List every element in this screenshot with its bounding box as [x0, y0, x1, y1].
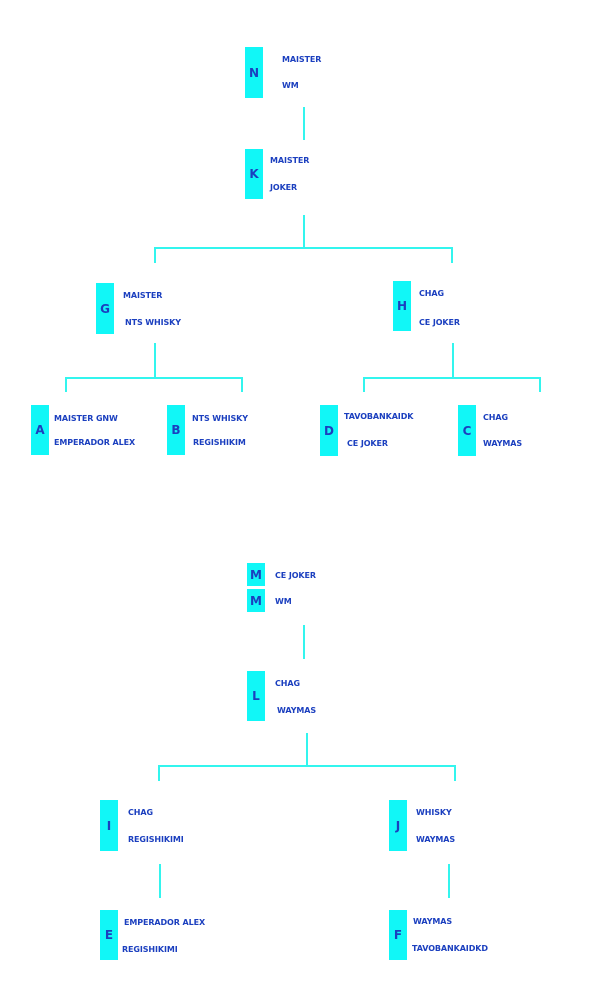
connector-h-down	[452, 343, 454, 378]
node-c-letter: C	[458, 405, 476, 456]
connector-i-e	[159, 864, 161, 898]
node-g-letter: G	[96, 283, 114, 334]
connector-l-j	[454, 765, 456, 781]
connector-h-hbar	[363, 377, 541, 379]
connector-g-a	[65, 377, 67, 392]
node-e-letter: E	[100, 910, 118, 960]
connector-g-b	[241, 377, 243, 392]
node-j-bottom-label: WAYMAS	[416, 835, 455, 844]
node-f-letter: F	[389, 910, 407, 960]
node-k-top-label: MAISTER	[270, 156, 310, 165]
connector-h-c	[539, 377, 541, 392]
node-i-bottom-label: REGISHIKIMI	[128, 835, 184, 844]
node-n-top-label: MAISTER	[282, 55, 322, 64]
node-c-bottom-label: WAYMAS	[483, 439, 522, 448]
node-i-letter: I	[100, 800, 118, 851]
node-e-bottom-label: REGISHIKIMI	[122, 945, 178, 954]
connector-k-h	[451, 247, 453, 263]
connector-j-f	[448, 864, 450, 898]
node-m1-label: CE JOKER	[275, 571, 316, 580]
node-a-letter: A	[31, 405, 49, 455]
connector-g-down	[154, 343, 156, 378]
connector-l-down	[306, 733, 308, 766]
connector-l-hbar	[158, 765, 456, 767]
connector-l-i	[158, 765, 160, 781]
node-f-top-label: WAYMAS	[413, 917, 452, 926]
connector-m-l	[303, 625, 305, 659]
node-a-top-label: MAISTER GNW	[54, 414, 118, 423]
node-b-bottom-label: REGISHIKIM	[193, 438, 246, 447]
node-c-top-label: CHAG	[483, 413, 508, 422]
node-j-top-label: WHISKY	[416, 808, 452, 817]
node-k-letter: K	[245, 149, 263, 199]
node-m2-label: WM	[275, 597, 292, 606]
node-d-letter: D	[320, 405, 338, 456]
node-d-top-label: TAVOBANKAIDK	[344, 412, 414, 421]
node-h-letter: H	[393, 281, 411, 331]
connector-k-hbar	[154, 247, 453, 249]
node-b-top-label: NTS WHISKY	[192, 414, 248, 423]
node-g-top-label: MAISTER	[123, 291, 163, 300]
connector-g-hbar	[65, 377, 243, 379]
node-e-top-label: EMPERADOR ALEX	[124, 918, 206, 927]
node-k-bottom-label: JOKER	[270, 183, 298, 192]
node-l-top-label: CHAG	[275, 679, 300, 688]
connector-h-d	[363, 377, 365, 392]
node-n-letter: N	[245, 47, 263, 98]
node-l-bottom-label: WAYMAS	[277, 706, 316, 715]
node-n-bottom-label: WM	[282, 81, 299, 90]
node-a-bottom-label: EMPERADOR ALEX	[54, 438, 136, 447]
node-h-bottom-label: CE JOKER	[419, 318, 460, 327]
node-f-bottom-label: TAVOBANKAIDKD	[412, 944, 488, 953]
node-g-bottom-label: NTS WHISKY	[125, 318, 181, 327]
node-j-letter: J	[389, 800, 407, 851]
node-d-bottom-label: CE JOKER	[347, 439, 388, 448]
connector-n-k	[303, 107, 305, 140]
node-m2-letter: M	[247, 589, 265, 612]
node-l-letter: L	[247, 671, 265, 721]
node-m1-letter: M	[247, 563, 265, 586]
connector-k-down	[303, 215, 305, 248]
node-h-top-label: CHAG	[419, 289, 444, 298]
node-i-top-label: CHAG	[128, 808, 153, 817]
connector-k-g	[154, 247, 156, 263]
node-b-letter: B	[167, 405, 185, 455]
